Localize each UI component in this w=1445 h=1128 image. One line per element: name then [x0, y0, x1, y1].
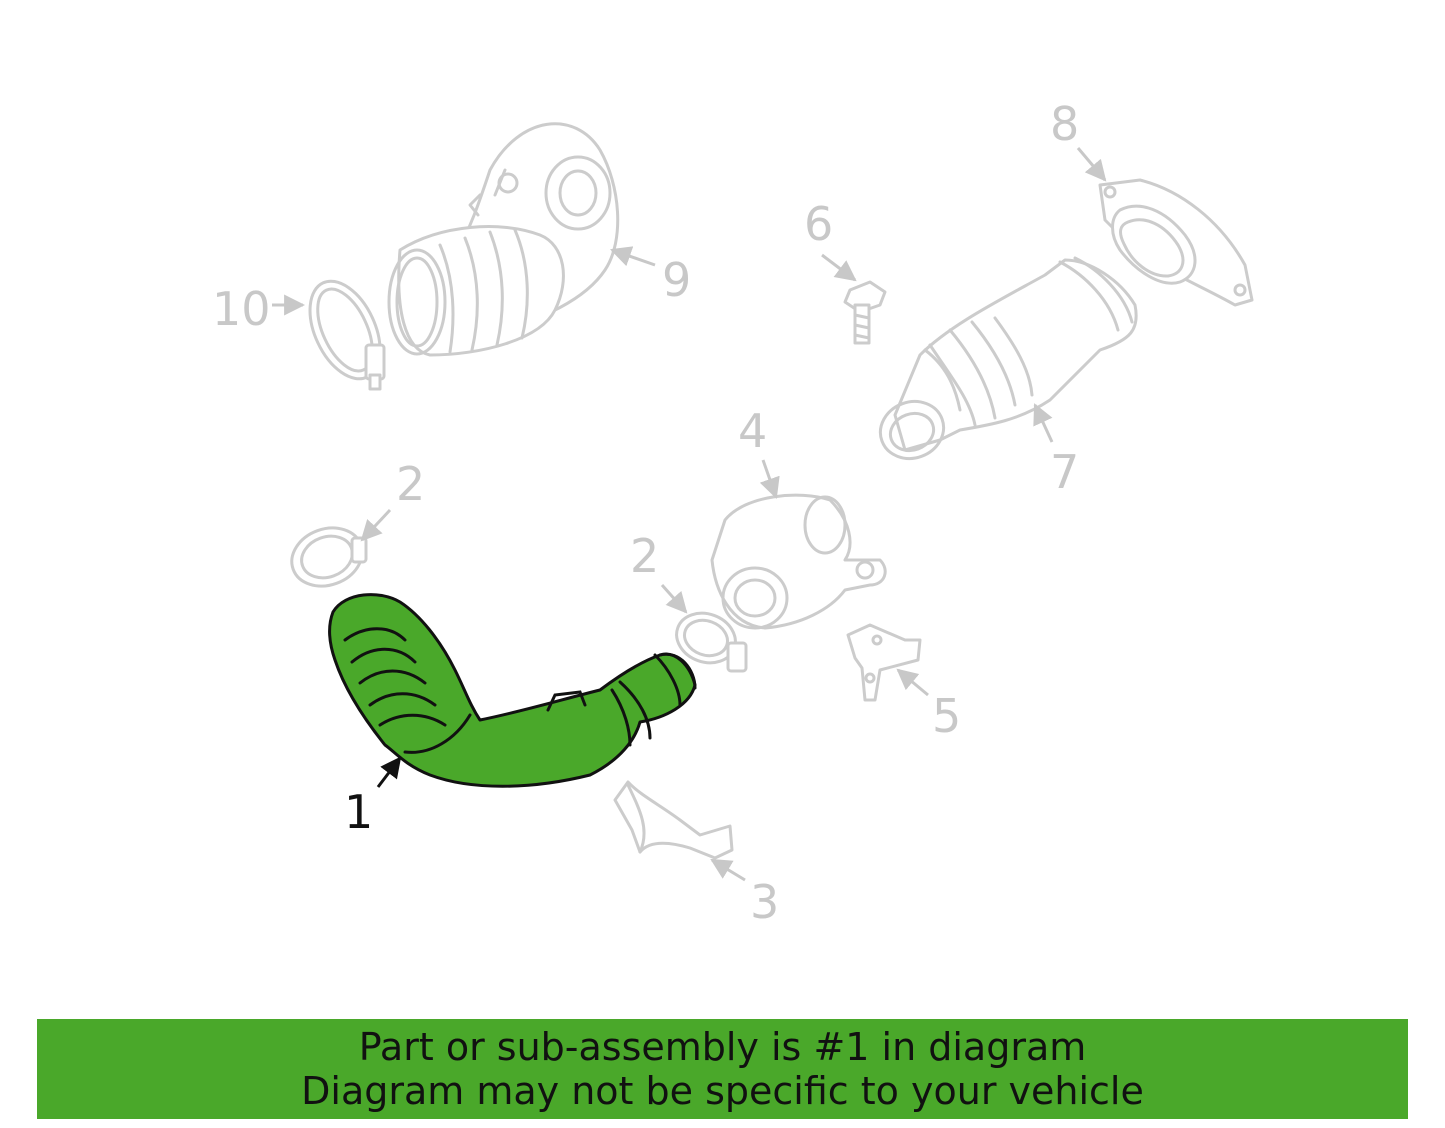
part-10-hose-clamp: [308, 279, 386, 391]
part-9-intake-hose: [387, 122, 620, 357]
part-5-bracket: [846, 623, 922, 702]
leader-lines: [272, 147, 1107, 882]
callout-8: 8: [1050, 97, 1079, 151]
part-8-gasket: [1098, 178, 1254, 307]
callout-3: 3: [750, 875, 779, 929]
callout-9: 9: [662, 253, 691, 307]
callout-10: 10: [212, 282, 271, 336]
info-banner: Part or sub-assembly is #1 in diagram Di…: [37, 1019, 1408, 1119]
callout-6: 6: [804, 197, 833, 251]
callout-1: 1: [344, 785, 373, 839]
part-7-air-duct: [878, 256, 1138, 460]
part-2-clamp-lower: [675, 611, 748, 673]
callout-5: 5: [932, 689, 961, 743]
callout-4: 4: [738, 404, 767, 458]
callout-7: 7: [1050, 445, 1079, 499]
callout-2-upper: 2: [396, 457, 425, 511]
part-2-clamp-upper: [290, 526, 368, 588]
part-6-bolt: [843, 280, 887, 345]
parts-diagram: 1 2 2 3 4 5 6 7 8 9 10: [212, 97, 1254, 929]
part-1-intake-hose: [328, 593, 697, 788]
banner-line-part-info: Part or sub-assembly is #1 in diagram: [358, 1025, 1087, 1069]
banner-line-disclaimer: Diagram may not be specific to your vehi…: [301, 1069, 1144, 1113]
part-3-bracket-clip: [613, 780, 734, 860]
callout-2-lower: 2: [630, 529, 659, 583]
part-4-valve-housing: [710, 493, 887, 630]
